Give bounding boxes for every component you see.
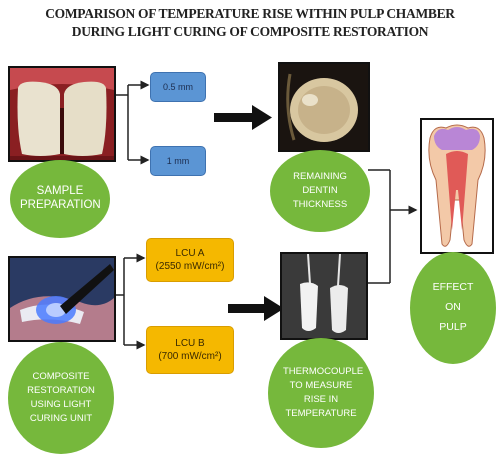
dentin-photo [278, 62, 370, 152]
composite-restoration-node: COMPOSITE RESTORATION USING LIGHT CURING… [8, 342, 114, 454]
remaining-dentin-node: REMAINING DENTIN THICKNESS [270, 150, 370, 232]
thermocouple-node: THERMOCOUPLE TO MEASURE RISE IN TEMPERAT… [268, 338, 374, 448]
thickness-box-1mm: 1 mm [150, 146, 206, 176]
lcu-branch-connector [112, 253, 146, 350]
teeth-photo [8, 66, 116, 162]
merge-connector [368, 169, 418, 284]
thickness-label-1mm: 1 mm [166, 155, 190, 166]
composite-restoration-label: COMPOSITE RESTORATION USING LIGHT CURING… [27, 371, 95, 424]
lcu-a-power: (2550 mW/cm²) [155, 261, 225, 272]
remaining-dentin-label: REMAINING DENTIN THICKNESS [292, 170, 348, 211]
effect-on-pulp-node: EFFECT ON PULP [410, 252, 496, 364]
lcu-a-box: LCU A (2550 mW/cm²) [146, 238, 234, 282]
thermocouple-photo [280, 252, 368, 340]
block-arrow-to-thermocouple [228, 296, 284, 321]
lcu-b-power: (700 mW/cm²) [158, 351, 222, 362]
light-cure-photo [8, 256, 116, 342]
lcu-b-name: LCU B [175, 337, 205, 349]
diagram-title-line-1: COMPARISON OF TEMPERATURE RISE WITHIN PU… [45, 6, 455, 21]
thickness-branch-connector [112, 80, 150, 165]
effect-on-pulp-label: EFFECT ON PULP [432, 281, 474, 333]
block-arrow-to-dentin [214, 105, 272, 130]
thickness-box-0-5mm: 0.5 mm [150, 72, 206, 102]
tooth-cross-section-photo [420, 118, 494, 254]
diagram-title-line-2: DURING LIGHT CURING OF COMPOSITE RESTORA… [71, 24, 429, 39]
thickness-label-0-5mm: 0.5 mm [162, 81, 193, 92]
lcu-b-box: LCU B (700 mW/cm²) [146, 326, 234, 374]
sample-preparation-label: SAMPLE PREPARATION [20, 185, 101, 211]
lcu-a-name: LCU A [175, 247, 205, 259]
sample-preparation-node: SAMPLE PREPARATION [10, 160, 110, 238]
thermocouple-label: THERMOCOUPLE TO MEASURE RISE IN TEMPERAT… [283, 366, 364, 419]
